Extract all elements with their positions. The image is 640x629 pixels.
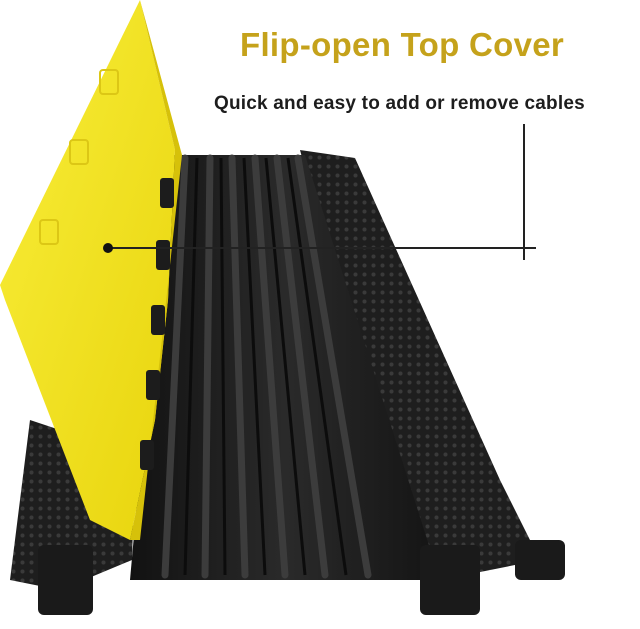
callout-line-vertical (523, 124, 525, 260)
right-ramp (300, 150, 540, 580)
channel-ribs (161, 154, 372, 579)
callout-dot (103, 243, 113, 253)
connector-feet (38, 540, 565, 615)
callout-line-horizontal (108, 247, 536, 249)
yellow-top-cover (0, 0, 175, 540)
subline-caption: Quick and easy to add or remove cables (214, 93, 585, 114)
headline-title: Flip-open Top Cover (240, 26, 565, 63)
